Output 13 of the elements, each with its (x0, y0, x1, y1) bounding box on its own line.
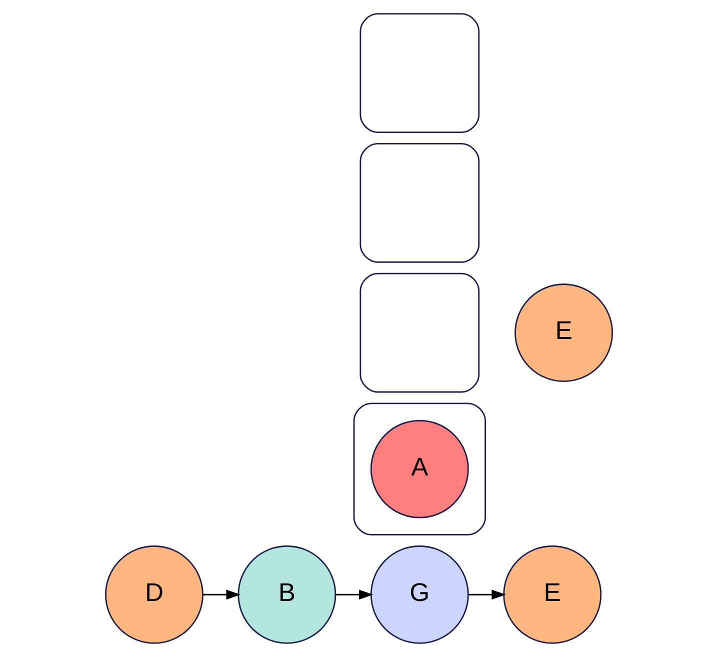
node-box (360, 13, 480, 133)
node-circle: E (503, 545, 602, 644)
arrow (468, 590, 506, 600)
node-circle: D (105, 545, 204, 644)
arrow (202, 590, 241, 600)
node-circle: A (370, 420, 469, 518)
node-circle: G (370, 545, 469, 644)
node-circle: E (514, 284, 613, 382)
node-circle: B (238, 545, 336, 644)
cluster (353, 402, 486, 536)
arrow (336, 590, 374, 600)
node-box (360, 272, 480, 393)
node-box (360, 143, 480, 263)
